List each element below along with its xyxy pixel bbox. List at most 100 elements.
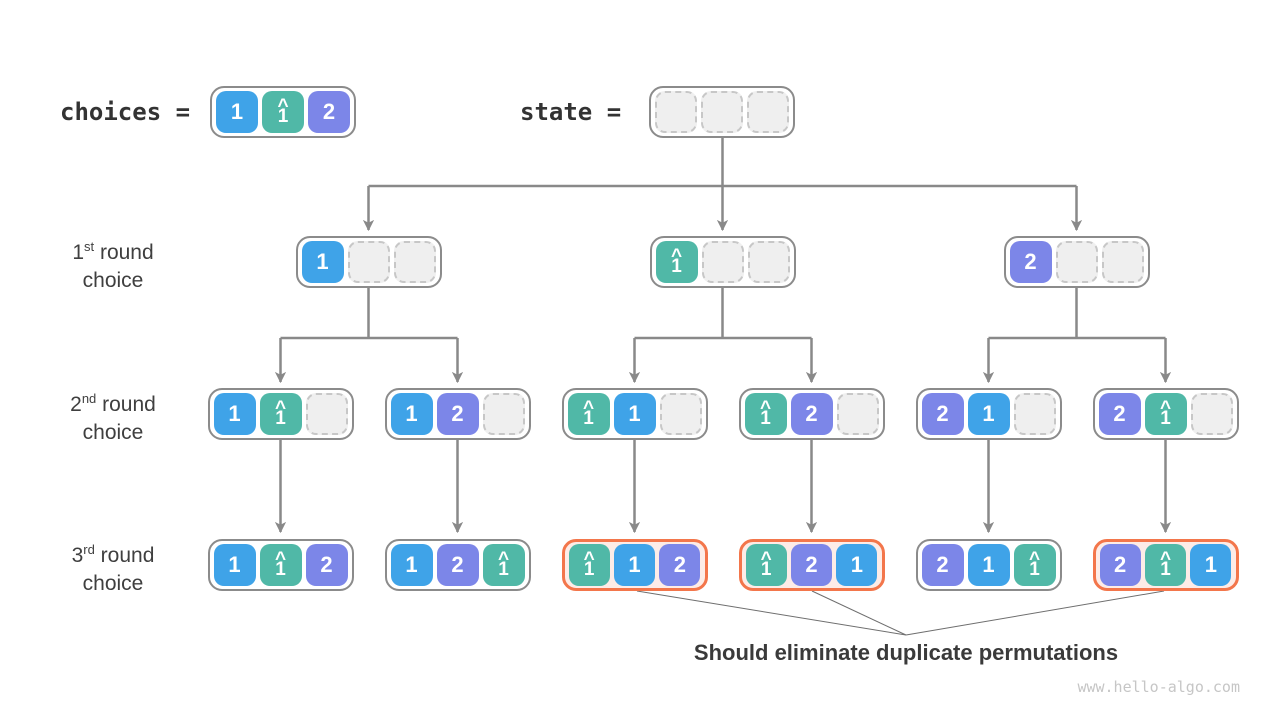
tree-node: 2 — [1003, 236, 1150, 288]
cell-1-hat: ^1 — [568, 544, 610, 586]
cell-value: 1 — [583, 408, 594, 429]
cell-1-hat: ^1 — [1013, 544, 1056, 586]
cell-value: 1 — [1029, 559, 1040, 580]
hat-mark: ^ — [1160, 400, 1171, 410]
cell-value: 1 — [277, 106, 289, 127]
cell-1-hat: ^1 — [1144, 393, 1187, 435]
cell-1: 1 — [967, 393, 1010, 435]
tree-node: 1^12 — [207, 539, 354, 591]
hat-mark: ^ — [761, 551, 772, 561]
cell-2: 2 — [436, 544, 479, 586]
cell-value: 2 — [322, 99, 336, 124]
cell-value: 2 — [936, 552, 949, 577]
cell-value: 2 — [673, 552, 686, 577]
hat-mark: ^ — [275, 551, 286, 561]
hat-mark: ^ — [277, 98, 288, 108]
cell-value: 1 — [275, 408, 286, 429]
cell-value: 1 — [850, 552, 863, 577]
cell-empty — [655, 91, 697, 133]
cell-value: 1 — [671, 256, 682, 277]
cell-2: 2 — [921, 544, 964, 586]
hat-mark: ^ — [584, 551, 595, 561]
hat-mark: ^ — [583, 400, 594, 410]
tree-node: 12^1 — [384, 539, 531, 591]
cell-empty — [305, 393, 348, 435]
cell-1: 1 — [836, 544, 878, 586]
cell-2: 2 — [305, 544, 348, 586]
tree-node: 1^1 — [207, 388, 354, 440]
cell-value: 2 — [805, 552, 818, 577]
cell-value: 2 — [1113, 401, 1126, 426]
cell-1-hat: ^1 — [744, 393, 787, 435]
tree-node: ^1 — [649, 236, 796, 288]
cell-1-hat: ^1 — [259, 544, 302, 586]
cell-value: 2 — [805, 401, 818, 426]
cell-empty — [701, 91, 743, 133]
cell-value: 1 — [405, 552, 418, 577]
state-array — [649, 86, 795, 138]
cell-empty — [1013, 393, 1056, 435]
cell-value: 2 — [320, 552, 333, 577]
cell-1-hat: ^1 — [655, 241, 698, 283]
choices-array: 1^12 — [210, 86, 356, 138]
cell-value: 1 — [982, 552, 995, 577]
cell-2: 2 — [1098, 393, 1141, 435]
cell-empty — [1101, 241, 1144, 283]
cell-value: 1 — [316, 249, 329, 274]
tree-node: ^1 2 — [738, 388, 885, 440]
hat-mark: ^ — [275, 400, 286, 410]
cell-1: 1 — [1190, 544, 1232, 586]
cell-1: 1 — [613, 544, 656, 586]
choices-label: choices = — [60, 98, 191, 126]
cell-empty — [347, 241, 390, 283]
annotation-text: Should eliminate duplicate permutations — [693, 640, 1119, 665]
cell-empty — [836, 393, 879, 435]
tree-node: 1 — [295, 236, 442, 288]
cell-empty — [747, 91, 789, 133]
cell-empty — [747, 241, 790, 283]
watermark: www.hello-algo.com — [1077, 678, 1240, 696]
cell-value: 1 — [230, 99, 244, 124]
cell-value: 1 — [275, 559, 286, 580]
cell-value: 1 — [1160, 559, 1171, 580]
cell-1: 1 — [967, 544, 1010, 586]
cell-empty — [701, 241, 744, 283]
tree-node: ^11 — [561, 388, 708, 440]
cell-value: 2 — [936, 401, 949, 426]
cell-1: 1 — [213, 544, 256, 586]
cell-2: 2 — [790, 393, 833, 435]
cell-value: 2 — [1114, 552, 1127, 577]
cell-2: 2 — [308, 91, 350, 133]
cell-1: 1 — [390, 544, 433, 586]
hat-mark: ^ — [760, 400, 771, 410]
cell-1: 1 — [216, 91, 258, 133]
cell-value: 1 — [760, 408, 771, 429]
cell-1: 1 — [390, 393, 433, 435]
cell-empty — [659, 393, 702, 435]
cell-1-hat: ^1 — [567, 393, 610, 435]
tree-node-duplicate: 2^11 — [1092, 539, 1239, 591]
cell-empty — [1190, 393, 1233, 435]
state-label: state = — [520, 98, 622, 126]
cell-value: 2 — [451, 401, 464, 426]
cell-value: 1 — [628, 401, 641, 426]
cell-1: 1 — [613, 393, 656, 435]
hat-mark: ^ — [1029, 551, 1040, 561]
cell-value: 1 — [628, 552, 641, 577]
cell-value: 1 — [1160, 408, 1171, 429]
cell-2: 2 — [1099, 544, 1141, 586]
cell-value: 1 — [498, 559, 509, 580]
tree-node-duplicate: ^1 2 1 — [738, 539, 885, 591]
cell-value: 1 — [228, 401, 241, 426]
cell-1-hat: ^1 — [745, 544, 787, 586]
cell-value: 1 — [583, 559, 595, 580]
cell-1-hat: ^1 — [1144, 544, 1187, 586]
cell-value: 1 — [1204, 552, 1217, 577]
cell-1: 1 — [213, 393, 256, 435]
